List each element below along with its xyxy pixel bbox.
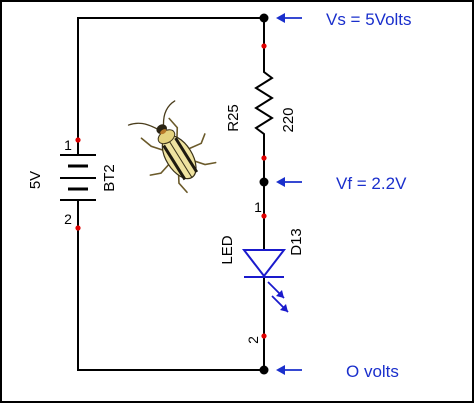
battery-pin-top-label: 1 xyxy=(64,137,72,153)
beetle-illustration xyxy=(127,100,217,194)
node-bottom-label: O volts xyxy=(346,362,399,381)
arrow-bottom-node xyxy=(276,365,302,375)
arrow-mid-node xyxy=(276,177,302,187)
arrow-top-node xyxy=(276,13,302,23)
resistor-ref-label: R25 xyxy=(225,104,242,132)
resistor-value-label: 220 xyxy=(280,107,297,132)
battery-pin-dot-bottom xyxy=(75,225,81,231)
led-pin-dot-top xyxy=(261,213,267,219)
node-mid-label: Vf = 2.2V xyxy=(336,174,407,193)
node-bottom-junction xyxy=(259,365,269,375)
battery-voltage-label: 5V xyxy=(27,171,44,189)
wire-top-left xyxy=(77,17,264,140)
led-symbol xyxy=(241,249,289,313)
battery-symbol xyxy=(60,140,96,218)
resistor-pin-dot-top xyxy=(261,43,267,49)
node-top-label: Vs = 5Volts xyxy=(326,10,412,29)
led-pin-top-label: 1 xyxy=(254,199,262,215)
led-type-label: LED xyxy=(219,235,236,264)
resistor-pin-dot-bottom xyxy=(261,155,267,161)
led-ref-label: D13 xyxy=(288,228,305,256)
battery-ref-label: BT2 xyxy=(101,164,118,192)
resistor-symbol xyxy=(254,68,274,138)
node-mid-junction xyxy=(259,177,269,187)
led-pin-dot-bottom xyxy=(261,333,267,339)
battery-pin-bottom-label: 2 xyxy=(64,211,72,227)
node-top-junction xyxy=(259,13,269,23)
wire-bottom-left xyxy=(77,218,264,371)
battery-pin-dot-top xyxy=(75,137,81,143)
led-pin-bottom-label: 2 xyxy=(245,336,261,344)
